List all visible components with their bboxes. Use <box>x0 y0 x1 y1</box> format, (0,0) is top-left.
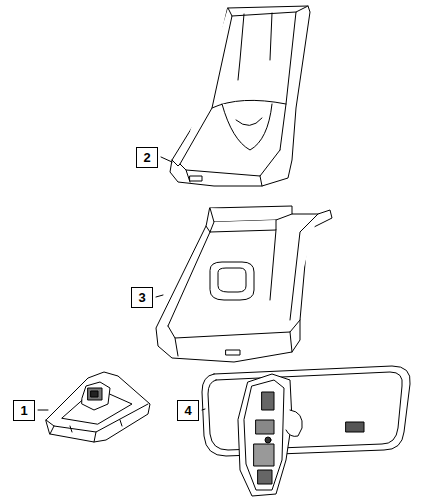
leader-lines <box>38 157 205 410</box>
leader-line <box>202 409 205 410</box>
leader-line <box>156 295 163 297</box>
callout-box: 4 <box>177 400 199 421</box>
callout-box: 2 <box>136 147 158 168</box>
callout-number: 2 <box>143 151 150 164</box>
callout-box: 3 <box>131 287 153 308</box>
callout-number: 4 <box>184 404 191 417</box>
callout-box: 1 <box>13 400 35 421</box>
leader-line <box>38 410 48 411</box>
lower-cover <box>156 206 332 362</box>
callout-number: 3 <box>138 291 145 304</box>
rearview-mirror <box>202 366 410 496</box>
camera-module <box>46 372 150 442</box>
callout-number: 1 <box>20 404 27 417</box>
leader-line <box>161 157 172 162</box>
upper-cover <box>170 6 310 186</box>
